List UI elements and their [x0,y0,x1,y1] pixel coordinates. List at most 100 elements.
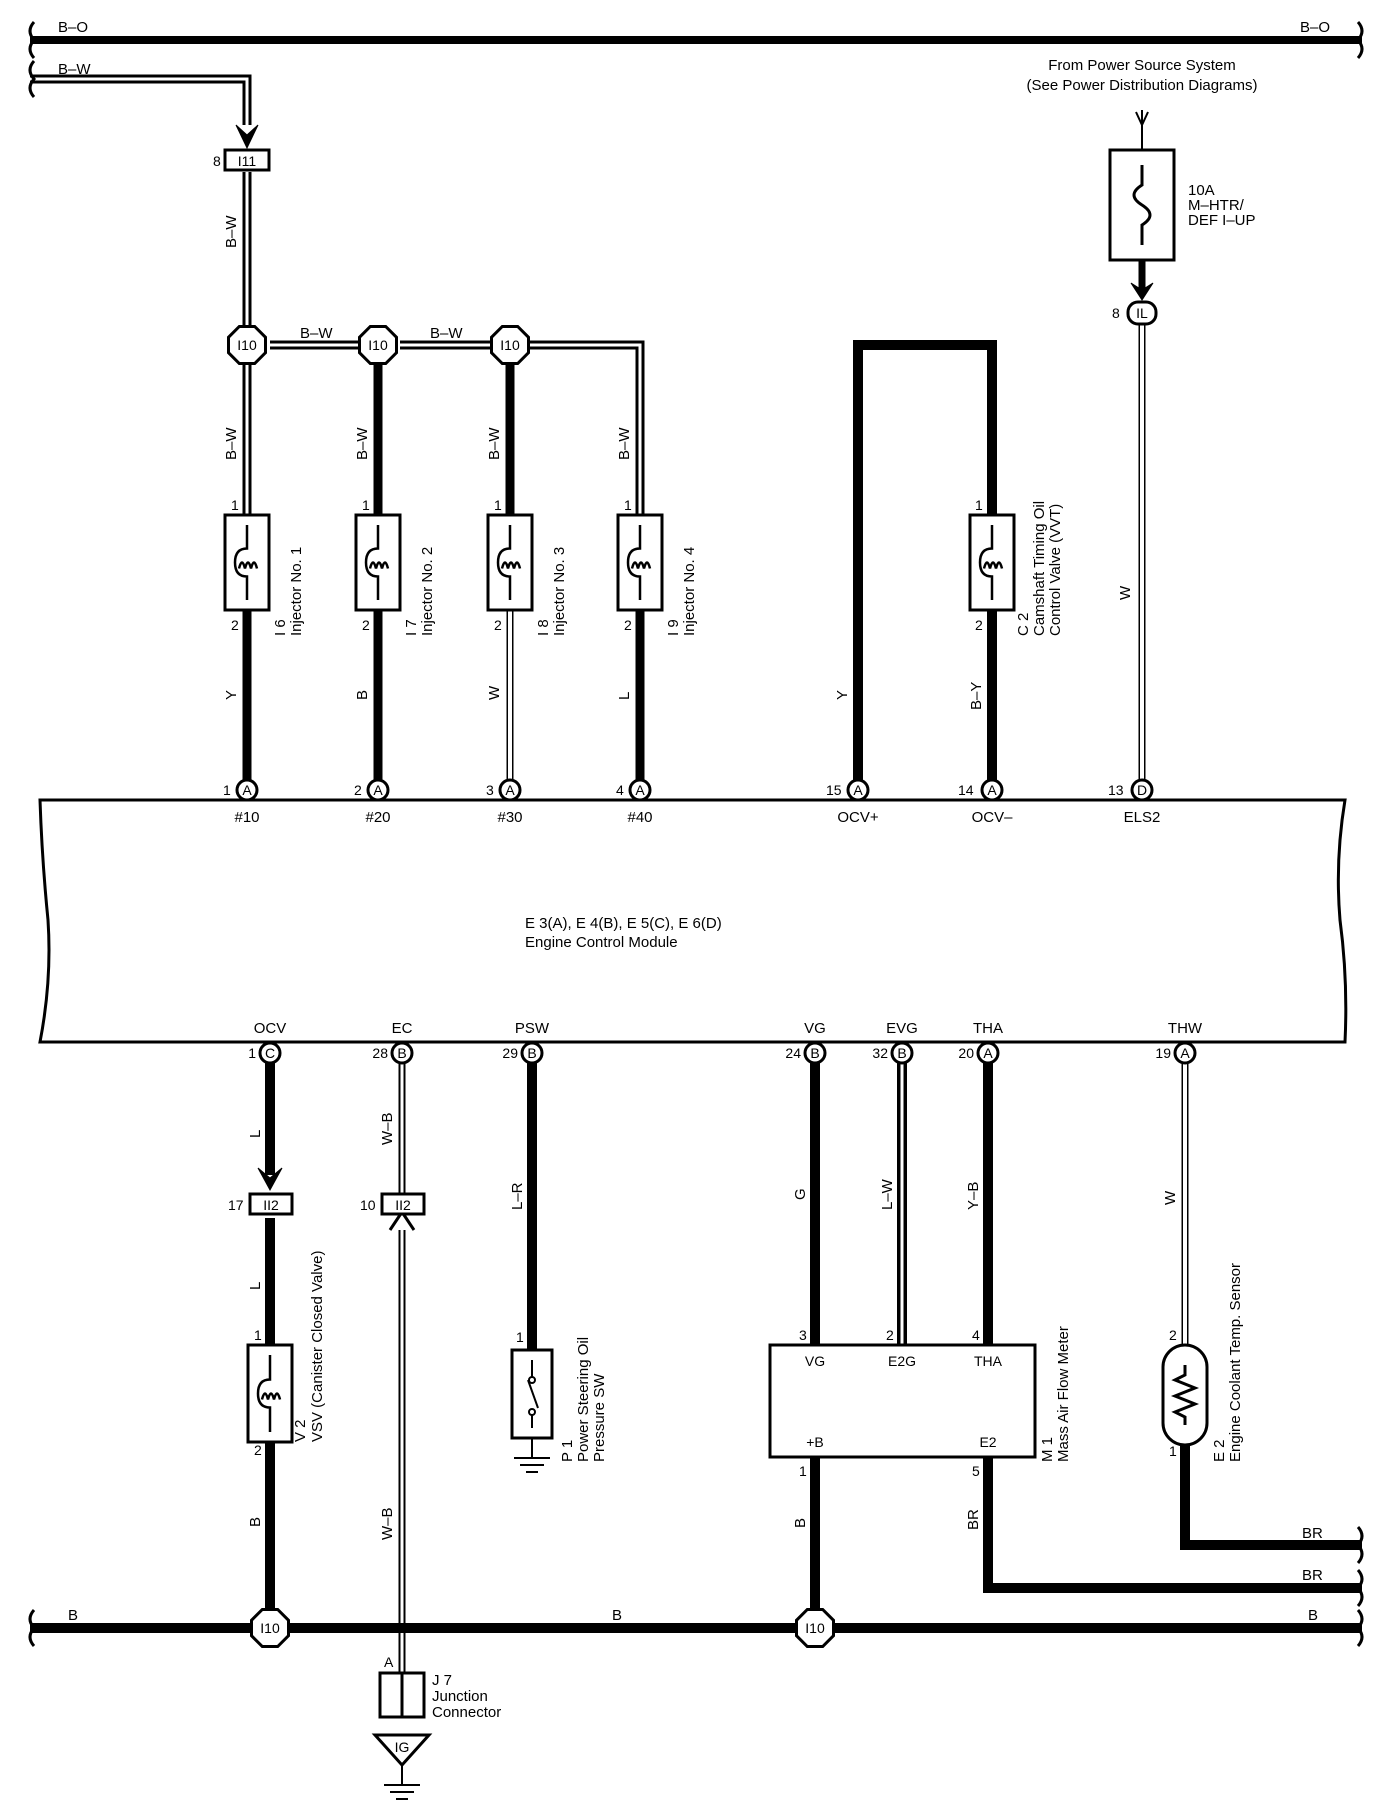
junction-i10-bottom-2: I10 [795,1608,835,1648]
maf-term-vg: VG [805,1353,825,1369]
break-left-bo [28,21,37,59]
connector-ii2-ec-pin: 10 [360,1197,376,1213]
ecm-term-els2: ELS2 [1124,809,1161,826]
junction-i10-label: I10 [237,337,257,353]
junction-i10-top-1: I10 [227,325,267,365]
ecm-terminal-bottom: B [520,1041,544,1065]
ground-psw-icon [514,1438,550,1473]
thw-pin-out: 1 [1169,1443,1177,1459]
ecm-pin-ocv-minus: 14 [958,782,974,798]
ecm-terminal-bottom-conn: B [527,1045,536,1061]
maf-pin-vg: 3 [799,1327,807,1343]
maf-box [768,1343,1037,1459]
maf-ref: M 1 [1039,1437,1056,1462]
ecm-term-ocv-plus: OCV+ [837,809,879,826]
connector-il-code: IL [1136,305,1148,321]
maf-pin-b: 1 [799,1463,807,1479]
injector-ref: I 7 [403,619,420,636]
junction-i10-label: I10 [805,1620,825,1636]
wire-els2-label: W [1117,585,1134,600]
thw-ref: E 2 [1211,1439,1228,1462]
wire-tha-label: Y–B [965,1182,982,1210]
j7-pin: A [384,1654,394,1670]
j7-name-1: Junction [432,1688,488,1705]
connector-il [1126,300,1158,326]
fuse-name-1: M–HTR/ [1188,197,1245,214]
connector-ii2-vsv-pin: 17 [228,1197,244,1213]
ecm-term: #20 [365,809,390,826]
wire-maf-b-label: B [792,1518,809,1528]
arrow-bw-down [235,124,259,150]
psw-name-1: Power Steering Oil [575,1337,592,1462]
ecm-term: #10 [234,809,259,826]
coil-icon [233,525,259,600]
ecm-terminal-conn: A [505,782,515,798]
injector-pin-in: 1 [231,497,239,513]
ecm-terminal-bottom-conn: B [397,1045,406,1061]
ecm-pin-bottom: 19 [1155,1045,1171,1061]
break-right-br1 [1355,1526,1364,1564]
thw-sensor-body [1161,1343,1209,1447]
ecm-terminal-bottom: C [258,1041,282,1065]
bus-b-right-label: B [1308,1607,1318,1624]
ecm-terminal-els2: D [1130,778,1154,802]
injector-pin-out: 2 [362,617,370,633]
break-left-b [28,1609,37,1647]
wire-junction-label-a: B–W [300,325,333,342]
vsv-pin-out: 2 [254,1442,262,1458]
ecm-pin-bottom: 20 [958,1045,974,1061]
ecm-term-bottom: THA [973,1020,1003,1037]
ecm-terminal-bottom-conn: B [810,1045,819,1061]
connector-ii2-ec-code: II2 [395,1197,411,1213]
vsv-body [246,1343,294,1444]
injector-wire-out-label: L [616,692,633,700]
coil-icon [978,525,1004,600]
bus-b-left-label: B [68,1607,78,1624]
ecm-pin-bottom: 29 [502,1045,518,1061]
wire-e2g-label: L–W [879,1178,896,1210]
bus-bw-label: B–W [58,61,91,78]
fuse-icon [1132,165,1152,245]
break-right-b [1355,1609,1364,1647]
injector-wire-in-label: B–W [486,427,503,460]
injector-ref: I 9 [665,619,682,636]
injector-name: Injector No. 4 [681,547,698,636]
j7-name-2: Connector [432,1704,501,1721]
ground-ig-label: IG [395,1739,410,1755]
injector-wire-in-label: B–W [616,427,633,460]
injector-wire-in-label: B–W [223,427,240,460]
ocv-ref: C 2 [1015,613,1032,636]
bus-bw [30,74,252,125]
ecm-terminal-bottom-conn: C [265,1045,275,1061]
switch-icon [527,1360,539,1428]
junction-i10-top-3: I10 [490,325,530,365]
injector-wire-out-label: W [486,685,503,700]
bus-br-lower-label: BR [1302,1567,1323,1584]
coil-icon [496,525,522,600]
injector-2-body [354,513,402,612]
ecm-terminal-bottom: A [976,1041,1000,1065]
injector-pin-in: 1 [624,497,632,513]
ecm-terminal-conn: A [242,782,252,798]
junction-i10-label: I10 [500,337,520,353]
wire-psw-label: L–R [509,1182,526,1210]
maf-term-tha: THA [974,1353,1003,1369]
wire-bw-junction [270,340,645,515]
injector-3-body [486,513,534,612]
coil-icon [626,525,652,600]
wire-thw-br [1180,1445,1362,1550]
ecm-terminal-conn: A [373,782,383,798]
ecm-body [38,798,1348,1044]
connector-i11 [223,148,271,172]
ecm-terminal-bottom-conn: B [897,1045,906,1061]
injector-ref: I 8 [535,619,552,636]
maf-term-b: +B [806,1434,824,1450]
maf-term-e2: E2 [979,1434,996,1450]
maf-pin-e2g: 2 [886,1327,894,1343]
thermistor-icon [1170,1365,1200,1425]
wire-vg-label: G [792,1188,809,1200]
ecm-terminal-bottom-conn: A [1180,1045,1190,1061]
connector-ii2-vsv [248,1192,294,1216]
ecm-terminal-ocv-minus: A [980,778,1004,802]
ecm-terminal-ocv-minus-conn: A [987,782,997,798]
